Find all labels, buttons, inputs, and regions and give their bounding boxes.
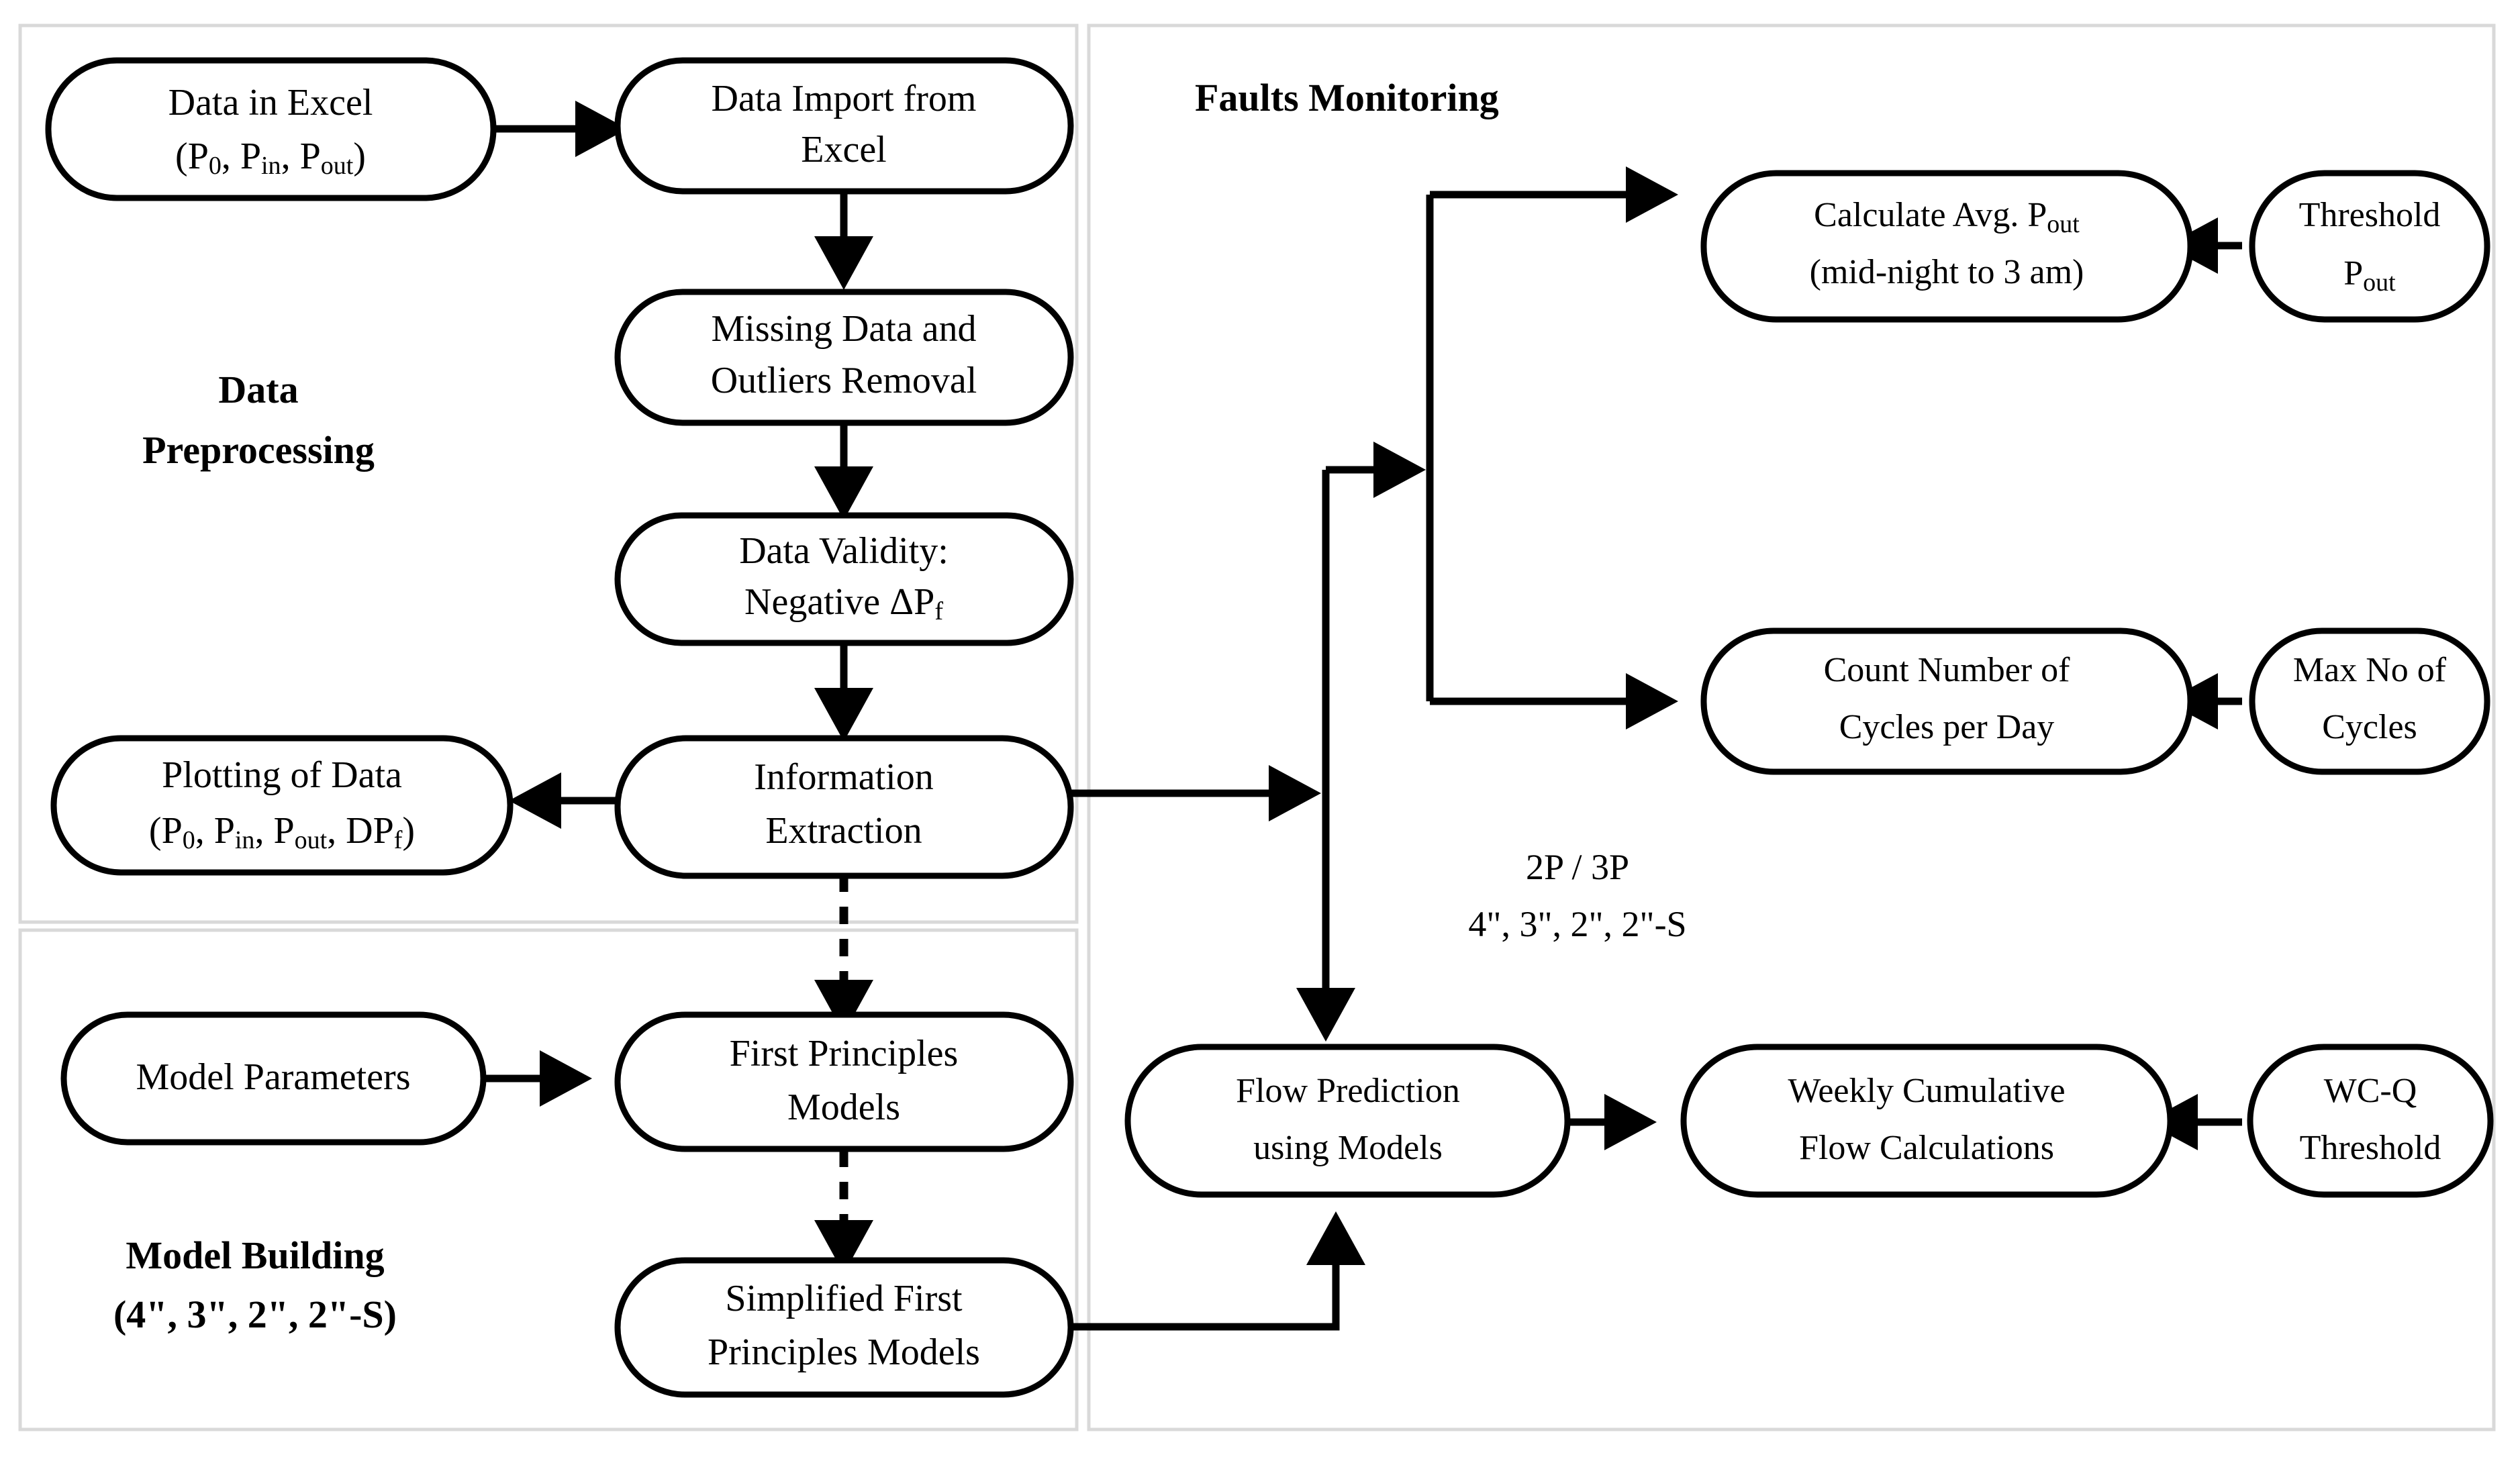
node-simplified-first-principles-line1: Simplified First (725, 1278, 963, 1319)
node-simplified-first-principles-line2: Principles Models (708, 1331, 980, 1373)
node-information-extraction-line1: Information (754, 756, 933, 798)
node-weekly-cumulative-line2: Flow Calculations (1799, 1129, 2054, 1167)
node-model-parameters[interactable]: Model Parameters (60, 1011, 487, 1146)
node-wc-q-threshold[interactable]: WC-Q Threshold (2247, 1044, 2494, 1198)
node-calculate-avg-pout-line1: Calculate Avg. Pout (1814, 196, 2080, 238)
node-data-import-line2: Excel (801, 129, 886, 170)
node-calculate-avg-pout[interactable]: Calculate Avg. Pout (mid-night to 3 am) (1700, 170, 2194, 323)
node-wc-q-threshold-line1: WC-Q (2324, 1072, 2417, 1110)
node-flow-prediction-line2: using Models (1253, 1129, 1443, 1167)
node-first-principles-line1: First Principles (730, 1033, 959, 1074)
node-weekly-cumulative-flow-calculations[interactable]: Weekly Cumulative Flow Calculations (1680, 1044, 2174, 1198)
node-flow-prediction-line1: Flow Prediction (1236, 1072, 1460, 1110)
panel-title-faults-monitoring: Faults Monitoring (1195, 76, 1499, 119)
node-calculate-avg-pout-line2: (mid-night to 3 am) (1810, 253, 2084, 291)
node-count-cycles-line1: Count Number of (1824, 651, 2071, 689)
node-information-extraction[interactable]: Information Extraction (614, 735, 1074, 879)
node-wc-q-threshold-line2: Threshold (2300, 1129, 2441, 1167)
node-data-in-excel[interactable]: Data in Excel (P0, Pin, Pout) (45, 57, 497, 201)
node-data-import-from-excel[interactable]: Data Import from Excel (614, 57, 1074, 195)
node-threshold-pout-line1: Threshold (2299, 196, 2441, 234)
panel-title-model-building-line1: Model Building (126, 1233, 384, 1277)
node-data-in-excel-line2: (P0, Pin, Pout) (175, 136, 366, 180)
node-max-no-of-cycles-line2: Cycles (2322, 708, 2417, 746)
node-plotting-of-data[interactable]: Plotting of Data (P0, Pin, Pout, DPf) (50, 735, 514, 876)
edge-simplified-to-flowprediction (1070, 1238, 1340, 1331)
edge-label-pipe-config-line2: 4", 3", 2", 2"-S (1468, 904, 1686, 944)
node-data-validity[interactable]: Data Validity: Negative ΔPf (614, 512, 1074, 646)
node-missing-data-line2: Outliers Removal (711, 360, 977, 401)
panel-title-data-preprocessing-line2: Preprocessing (142, 428, 375, 472)
node-threshold-pout-line2: Pout (2343, 254, 2396, 297)
node-threshold-pout[interactable]: Threshold Pout (2249, 170, 2490, 323)
node-data-import-line1: Data Import from (712, 78, 977, 119)
node-simplified-first-principles-models[interactable]: Simplified First Principles Models (614, 1257, 1074, 1398)
node-max-no-of-cycles[interactable]: Max No of Cycles (2249, 627, 2490, 775)
node-missing-data-and-outliers-removal[interactable]: Missing Data and Outliers Removal (614, 289, 1074, 426)
edge-label-pipe-config-line1: 2P / 3P (1526, 847, 1629, 887)
panel-title-model-building-line2: (4", 3", 2", 2"-S) (113, 1293, 397, 1336)
node-plotting-of-data-line1: Plotting of Data (162, 754, 402, 796)
node-plotting-of-data-line2: (P0, Pin, Pout, DPf) (149, 810, 415, 854)
node-missing-data-line1: Missing Data and (711, 308, 976, 350)
node-count-cycles-line2: Cycles per Day (1839, 708, 2055, 746)
node-weekly-cumulative-line1: Weekly Cumulative (1788, 1072, 2065, 1110)
panel-title-data-preprocessing-line1: Data (218, 368, 298, 411)
node-max-no-of-cycles-line1: Max No of (2293, 651, 2447, 689)
node-model-parameters-line1: Model Parameters (136, 1056, 411, 1098)
node-information-extraction-line2: Extraction (765, 810, 922, 852)
node-first-principles-models[interactable]: First Principles Models (614, 1011, 1074, 1152)
node-data-validity-line1: Data Validity: (739, 530, 949, 572)
node-first-principles-line2: Models (787, 1087, 900, 1128)
node-data-validity-line2: Negative ΔPf (744, 581, 943, 625)
node-flow-prediction-using-models[interactable]: Flow Prediction using Models (1124, 1044, 1571, 1198)
node-count-number-of-cycles-per-day[interactable]: Count Number of Cycles per Day (1700, 627, 2194, 775)
node-data-in-excel-line1: Data in Excel (168, 82, 373, 123)
